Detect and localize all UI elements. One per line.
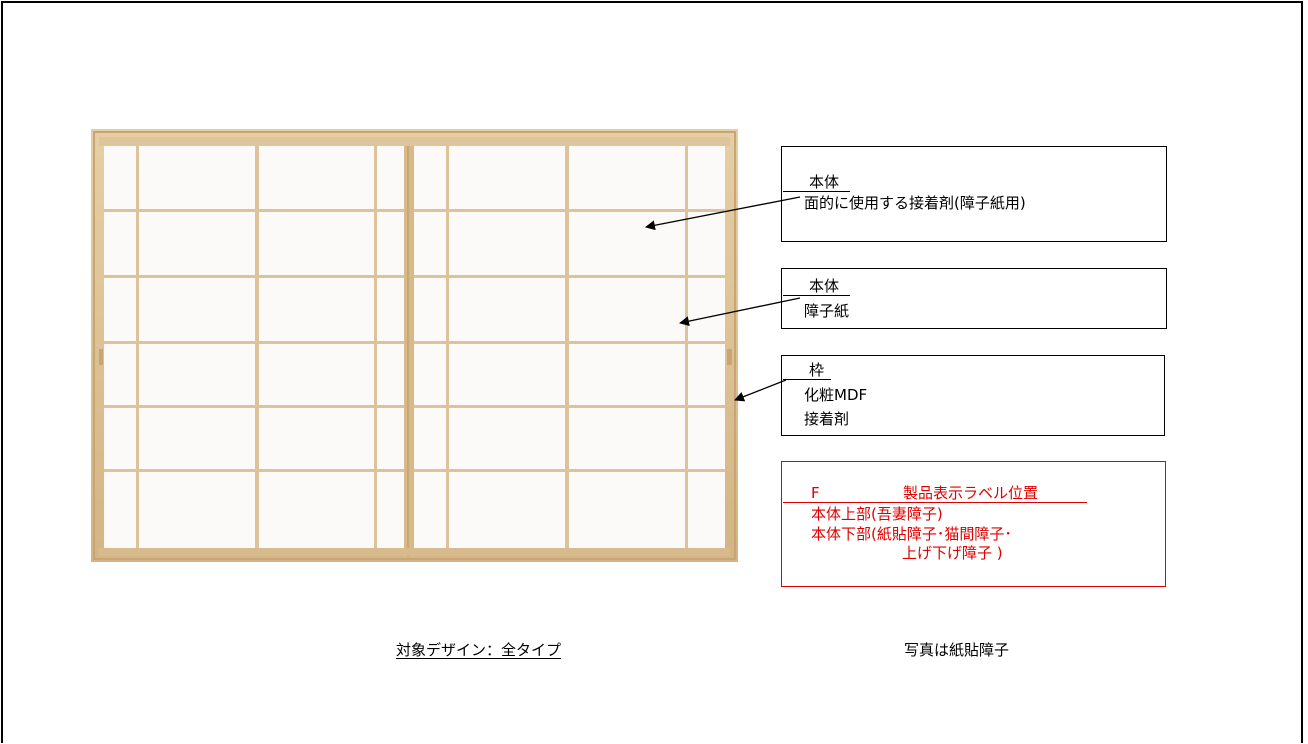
shoji-photo [91,129,738,562]
callout-heading: 枠 [809,361,825,379]
label-line: 上げ下げ障子 ) [902,544,1003,562]
right-panel [414,146,725,548]
left-panel [104,146,405,548]
label-line: 本体上部(吾妻障子) [811,505,943,523]
label-line: 本体下部(紙貼障子･猫間障子･ [811,525,1012,543]
label-heading-code: F [811,484,820,502]
callout-frame: 枠 化粧MDF 接着剤 [781,355,1165,436]
callout-adhesive: 本体 面的に使用する接着剤(障子紙用) [781,146,1167,242]
label-heading-text: 製品表示ラベル位置 [903,484,1039,502]
callout-heading: 本体 [809,173,840,191]
design-target-caption: 対象デザイン：全タイプ [396,641,562,659]
callout-line: 化粧MDF [804,386,868,404]
callout-heading: 本体 [809,277,840,295]
callout-line: 接着剤 [804,410,850,428]
callout-shoji-paper: 本体 障子紙 [781,268,1167,329]
photo-note-caption: 写真は紙貼障子 [904,641,1010,659]
label-position-box: F 製品表示ラベル位置 本体上部(吾妻障子) 本体下部(紙貼障子･猫間障子･ 上… [781,461,1166,587]
callout-line: 障子紙 [804,302,850,320]
callout-line: 面的に使用する接着剤(障子紙用) [804,194,1026,212]
